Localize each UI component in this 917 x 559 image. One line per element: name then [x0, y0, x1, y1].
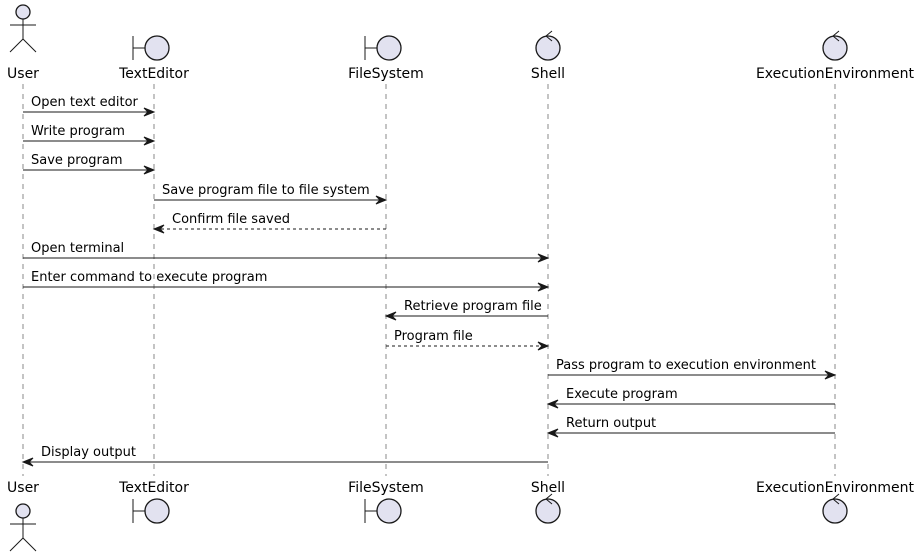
participant-label: TextEditor — [118, 480, 189, 496]
message-label: Return output — [566, 416, 656, 431]
message: Save program file to file system — [154, 183, 388, 205]
message-label: Save program file to file system — [162, 183, 370, 198]
message: Save program — [23, 153, 156, 175]
message: Retrieve program file — [384, 299, 548, 321]
participants-bottom: User TextEditor FileSystem Shell ExecutionEn… — [7, 480, 915, 552]
message: Write program — [23, 124, 156, 146]
arrow-head — [546, 399, 559, 409]
message-label: Open text editor — [31, 95, 139, 110]
message-label: Retrieve program file — [404, 299, 542, 314]
arrow-head — [537, 282, 550, 292]
arrow-head — [384, 311, 397, 321]
message-label: Display output — [41, 445, 136, 460]
participant-label: User — [7, 66, 39, 82]
participant-label: ExecutionEnvironment — [756, 66, 915, 82]
participant-label: User — [7, 480, 39, 496]
message-label: Confirm file saved — [172, 212, 290, 227]
message-label: Write program — [31, 124, 125, 139]
message: Confirm file saved — [152, 212, 386, 234]
arrow-head — [143, 107, 156, 117]
boundary-icon — [132, 498, 170, 524]
participant-label: Shell — [531, 480, 565, 496]
participant-texteditor-top: TextEditor — [118, 35, 189, 82]
arrow-head — [537, 253, 550, 263]
participant-label: FileSystem — [348, 66, 424, 82]
arrow-head — [21, 457, 34, 467]
arrow-head — [537, 341, 550, 351]
arrow-head — [152, 224, 165, 234]
message: Open text editor — [23, 95, 156, 117]
message: Return output — [546, 416, 835, 438]
arrow-head — [143, 136, 156, 146]
participant-shell-top: Shell — [531, 30, 565, 82]
message-label: Pass program to execution environment — [556, 358, 816, 373]
message: Enter command to execute program — [23, 270, 550, 292]
participant-label: Shell — [531, 66, 565, 82]
message: Program file — [386, 329, 550, 351]
message-label: Execute program — [566, 387, 678, 402]
arrow-head — [546, 428, 559, 438]
participant-filesystem-bottom: FileSystem — [348, 480, 424, 524]
boundary-icon — [132, 35, 170, 61]
boundary-icon — [364, 35, 402, 61]
message-label: Program file — [394, 329, 473, 344]
participant-filesystem-top: FileSystem — [348, 35, 424, 82]
actor-icon — [9, 4, 37, 53]
arrow-head — [824, 370, 837, 380]
message-label: Save program — [31, 153, 123, 168]
participants-top: User TextEditor FileSystem Shell ExecutionEn… — [7, 4, 915, 82]
participant-texteditor-bottom: TextEditor — [118, 480, 189, 524]
control-icon — [822, 493, 848, 524]
control-icon — [535, 30, 561, 61]
message: Open terminal — [23, 241, 550, 263]
participant-shell-bottom: Shell — [531, 480, 565, 524]
arrow-head — [143, 165, 156, 175]
message-label: Enter command to execute program — [31, 270, 267, 285]
message: Pass program to execution environment — [548, 358, 837, 380]
participant-user-top: User — [7, 4, 39, 82]
participant-label: TextEditor — [118, 66, 189, 82]
control-icon — [535, 493, 561, 524]
boundary-icon — [364, 498, 402, 524]
message: Execute program — [546, 387, 835, 409]
arrow-head — [375, 195, 388, 205]
actor-icon — [9, 503, 37, 552]
control-icon — [822, 30, 848, 61]
message: Display output — [21, 445, 548, 467]
participant-user-bottom: User — [7, 480, 39, 552]
participant-execenv-top: ExecutionEnvironment — [756, 30, 915, 82]
message-label: Open terminal — [31, 241, 124, 256]
participant-label: ExecutionEnvironment — [756, 480, 915, 496]
participant-label: FileSystem — [348, 480, 424, 496]
participant-execenv-bottom: ExecutionEnvironment — [756, 480, 915, 524]
